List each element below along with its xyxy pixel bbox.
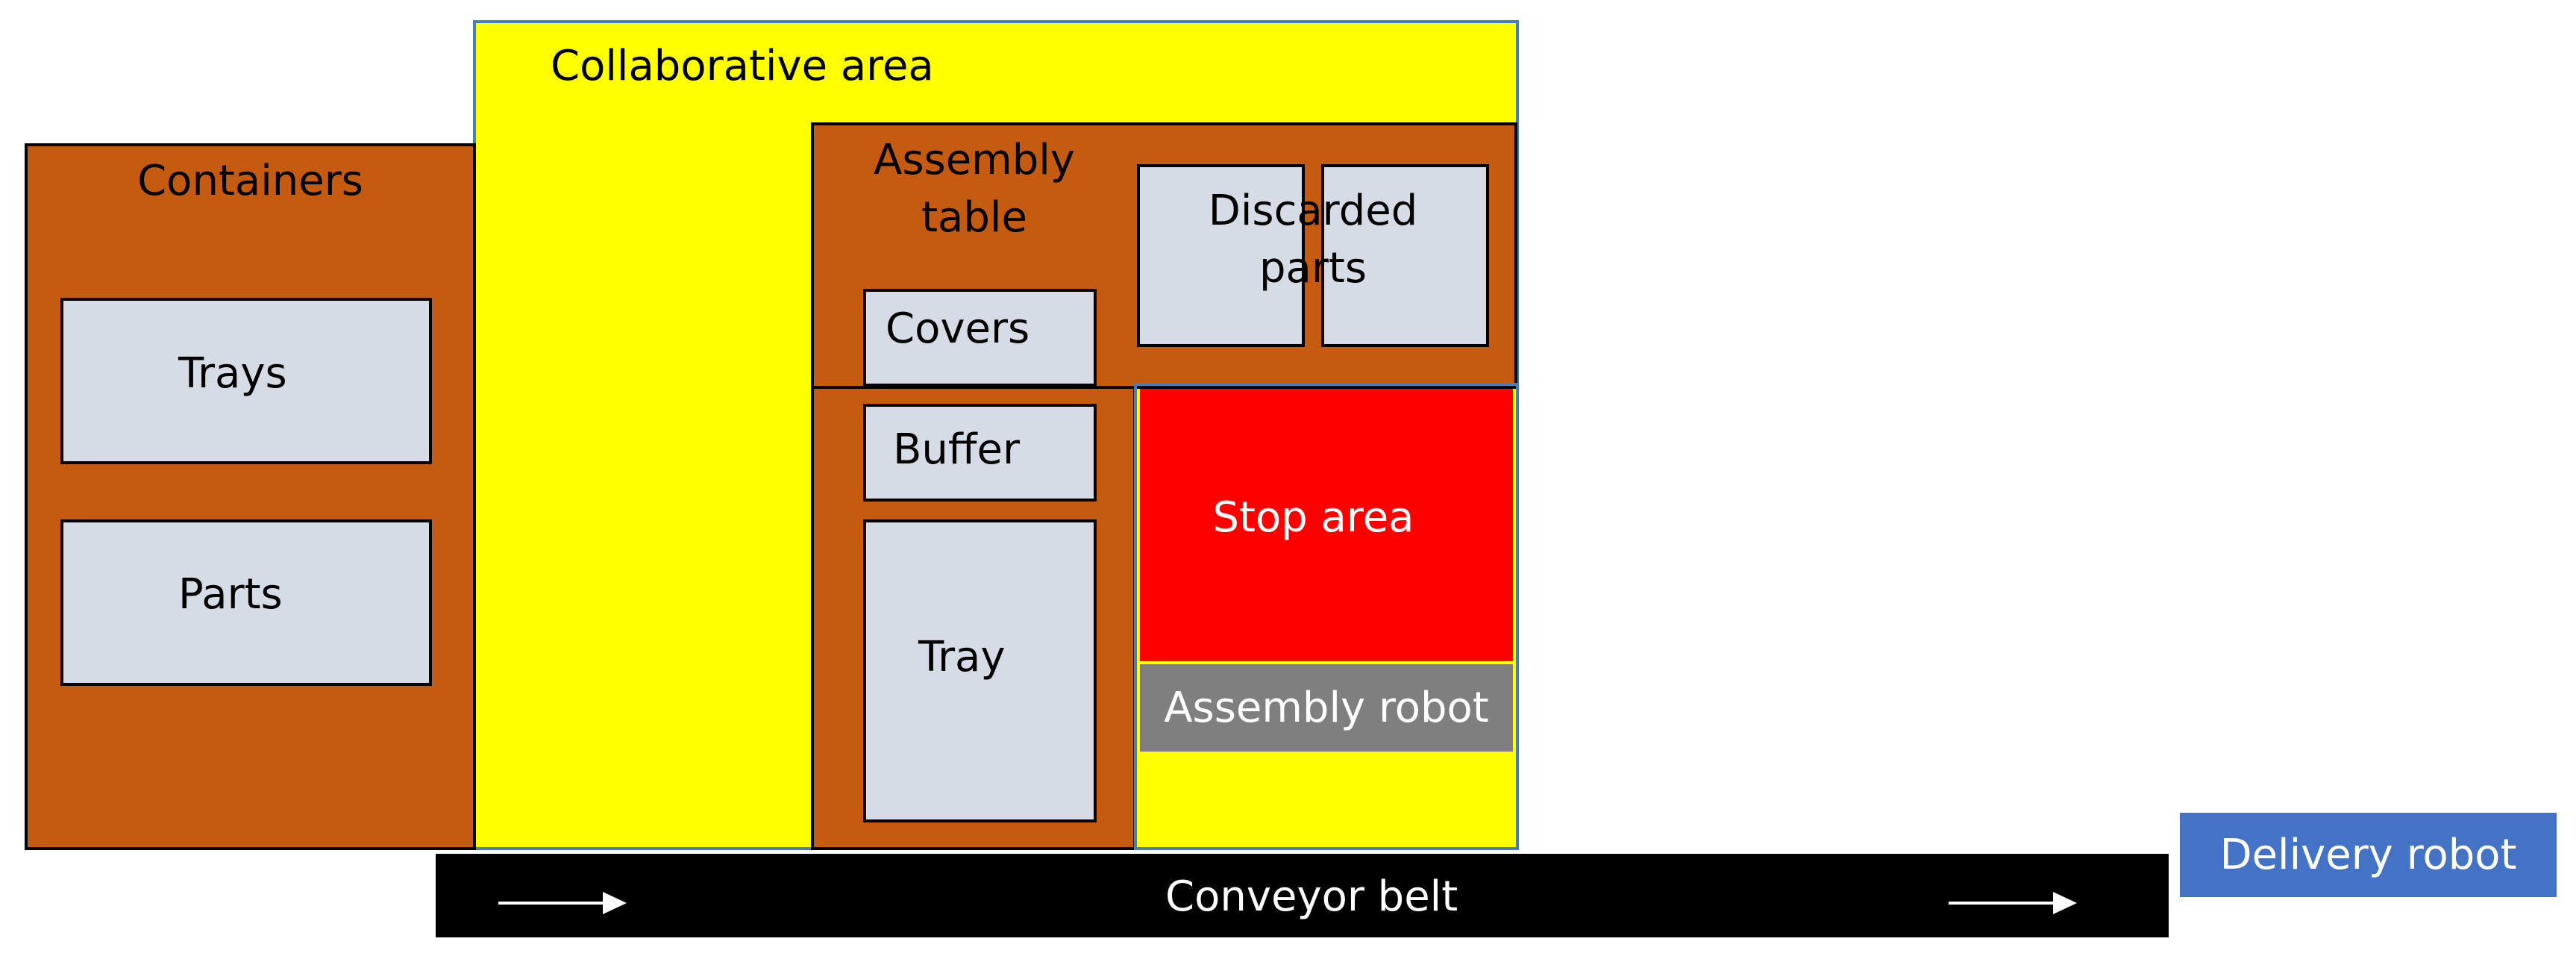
discarded-parts-label: Discarded parts [1164, 182, 1462, 298]
stop-area [1140, 389, 1513, 661]
arrow-right-icon [1949, 892, 2077, 914]
conveyor-belt [436, 854, 2169, 937]
assembly-table-label-line2: table [921, 193, 1027, 243]
arrow-right-icon [498, 892, 627, 914]
parts-slot [60, 519, 432, 686]
tray-slot [863, 519, 1097, 822]
stop-area-label: Stop area [1212, 493, 1414, 542]
covers-slot [863, 289, 1097, 387]
containers-area [25, 143, 476, 850]
robot-cell [1134, 383, 1519, 850]
assembly-table-label-line1: Assembly [874, 136, 1075, 184]
buffer-slot [863, 404, 1097, 502]
assembly-robot [1140, 664, 1513, 752]
discarded-parts-bin-left [1137, 164, 1305, 347]
delivery-robot [2180, 813, 2557, 897]
assembly-robot-label: Assembly robot [1164, 684, 1489, 732]
conveyor-belt-label-text: Conveyor belt [1165, 872, 1458, 921]
containers-label: Containers [137, 157, 363, 205]
collaborative-area-label: Collaborative area [551, 42, 934, 90]
discarded-parts-label-line1: Discarded [1208, 187, 1418, 235]
buffer-label: Buffer [893, 425, 1020, 474]
assembly-table-label: Assembly table [833, 131, 1116, 247]
parts-label: Parts [178, 570, 283, 619]
delivery-robot-label: Delivery robot [2219, 831, 2517, 879]
trays-slot [60, 298, 432, 464]
discarded-parts-bin-right [1321, 164, 1489, 347]
tray-label: Tray [918, 633, 1006, 681]
covers-label: Covers [886, 305, 1030, 353]
discarded-parts-label-line2: parts [1259, 244, 1367, 293]
trays-label: Trays [178, 349, 287, 398]
